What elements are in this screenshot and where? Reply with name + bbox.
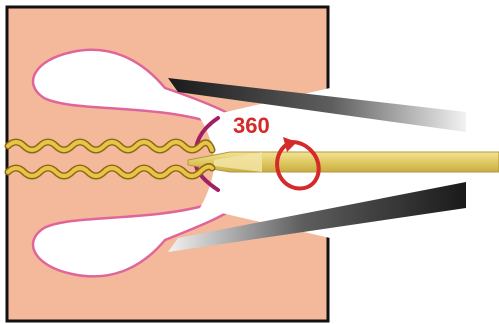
- rotation-label: 360: [233, 113, 270, 138]
